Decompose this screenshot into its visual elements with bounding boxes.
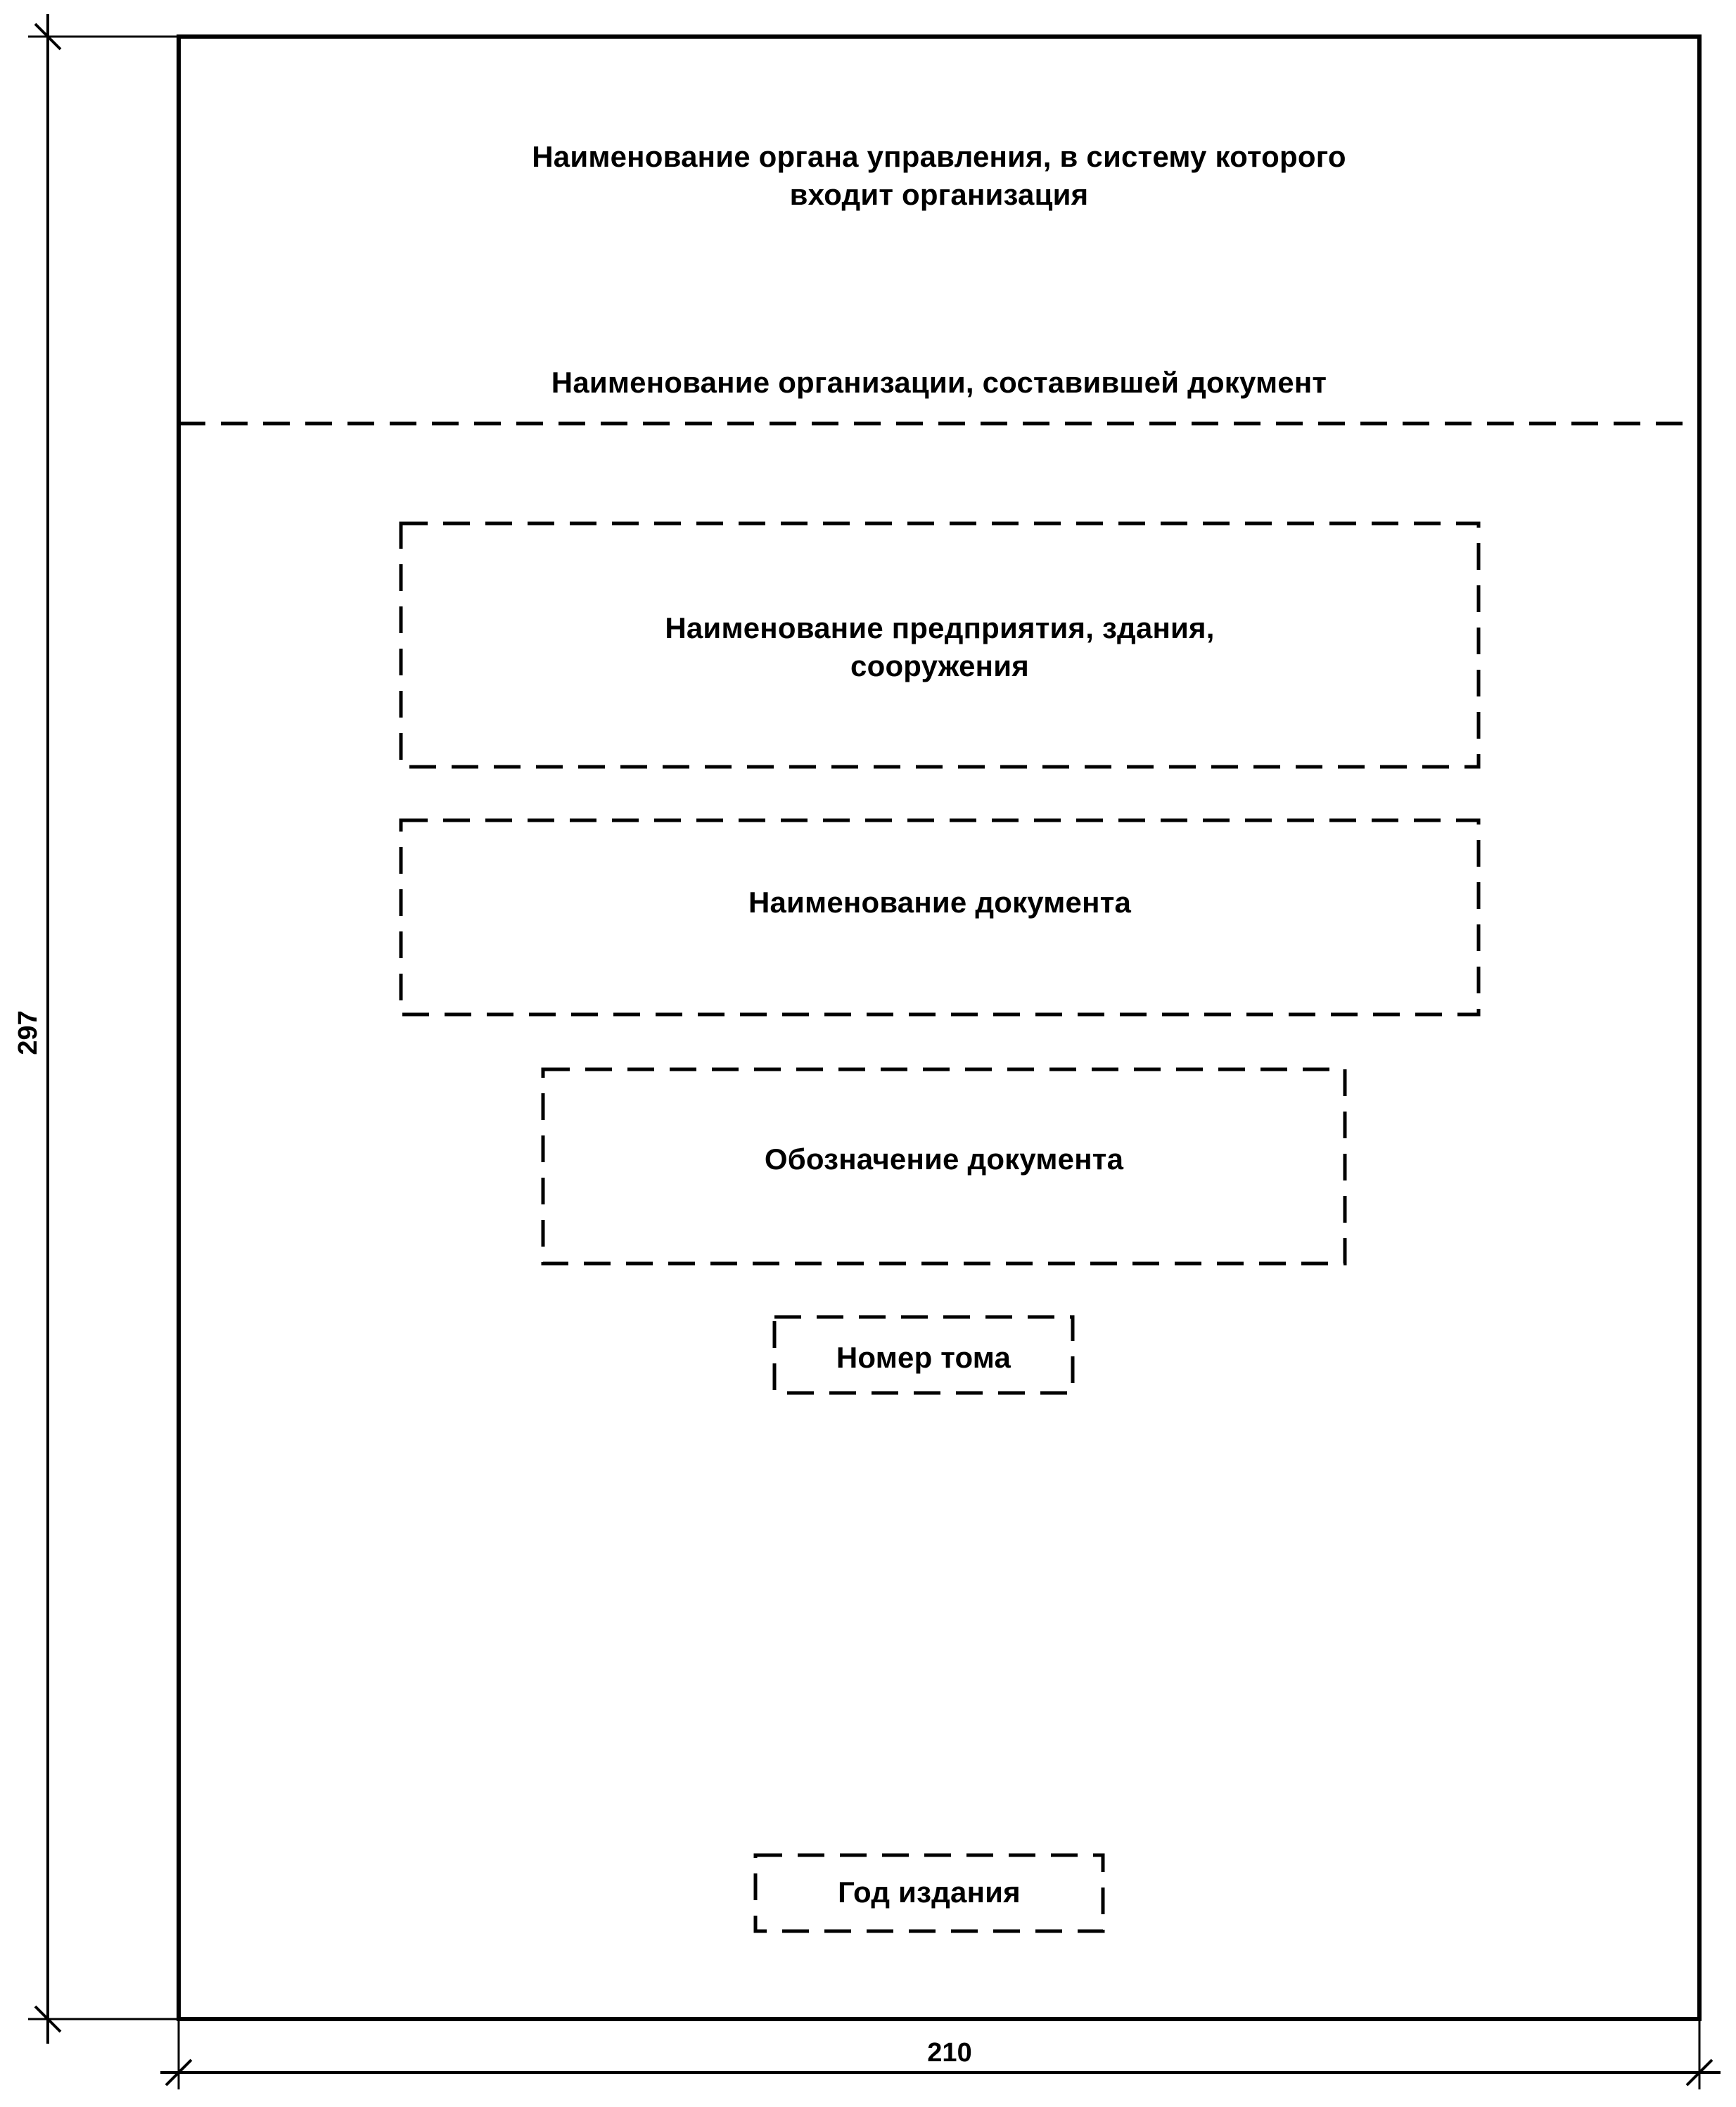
volume-number-box: [772, 1315, 1075, 1395]
height-dimension: [28, 14, 179, 2044]
organization-label: Наименование организации, составившей до…: [179, 364, 1699, 402]
governing-body-label: Наименование органа управления, в систем…: [179, 138, 1699, 214]
height-dimension-label: 297: [13, 1010, 43, 1055]
enterprise-label: Наименование предприятия, здания, сооруж…: [401, 609, 1479, 685]
enterprise-box: [399, 521, 1481, 769]
volume-number-text: Номер тома: [836, 1341, 1011, 1374]
width-dimension: [160, 2019, 1721, 2089]
publication-year-text: Год издания: [838, 1876, 1021, 1909]
organization-text: Наименование организации, составившей до…: [551, 366, 1327, 399]
document-designation-box: [541, 1067, 1347, 1266]
document-name-label: Наименование документа: [401, 884, 1479, 922]
publication-year-box: [753, 1853, 1105, 1933]
governing-body-line1: Наименование органа управления, в систем…: [532, 140, 1346, 173]
publication-year-label: Год издания: [755, 1873, 1103, 1911]
volume-number-label: Номер тома: [774, 1339, 1073, 1377]
document-name-text: Наименование документа: [748, 886, 1132, 919]
sheet-border: [177, 34, 1702, 2021]
document-designation-label: Обозначение документа: [543, 1140, 1345, 1178]
document-designation-text: Обозначение документа: [764, 1142, 1124, 1176]
enterprise-line2: сооружения: [850, 649, 1029, 682]
governing-body-line2: входит организация: [789, 178, 1089, 211]
enterprise-line1: Наименование предприятия, здания,: [665, 611, 1215, 644]
width-dimension-label: 210: [927, 2038, 972, 2068]
